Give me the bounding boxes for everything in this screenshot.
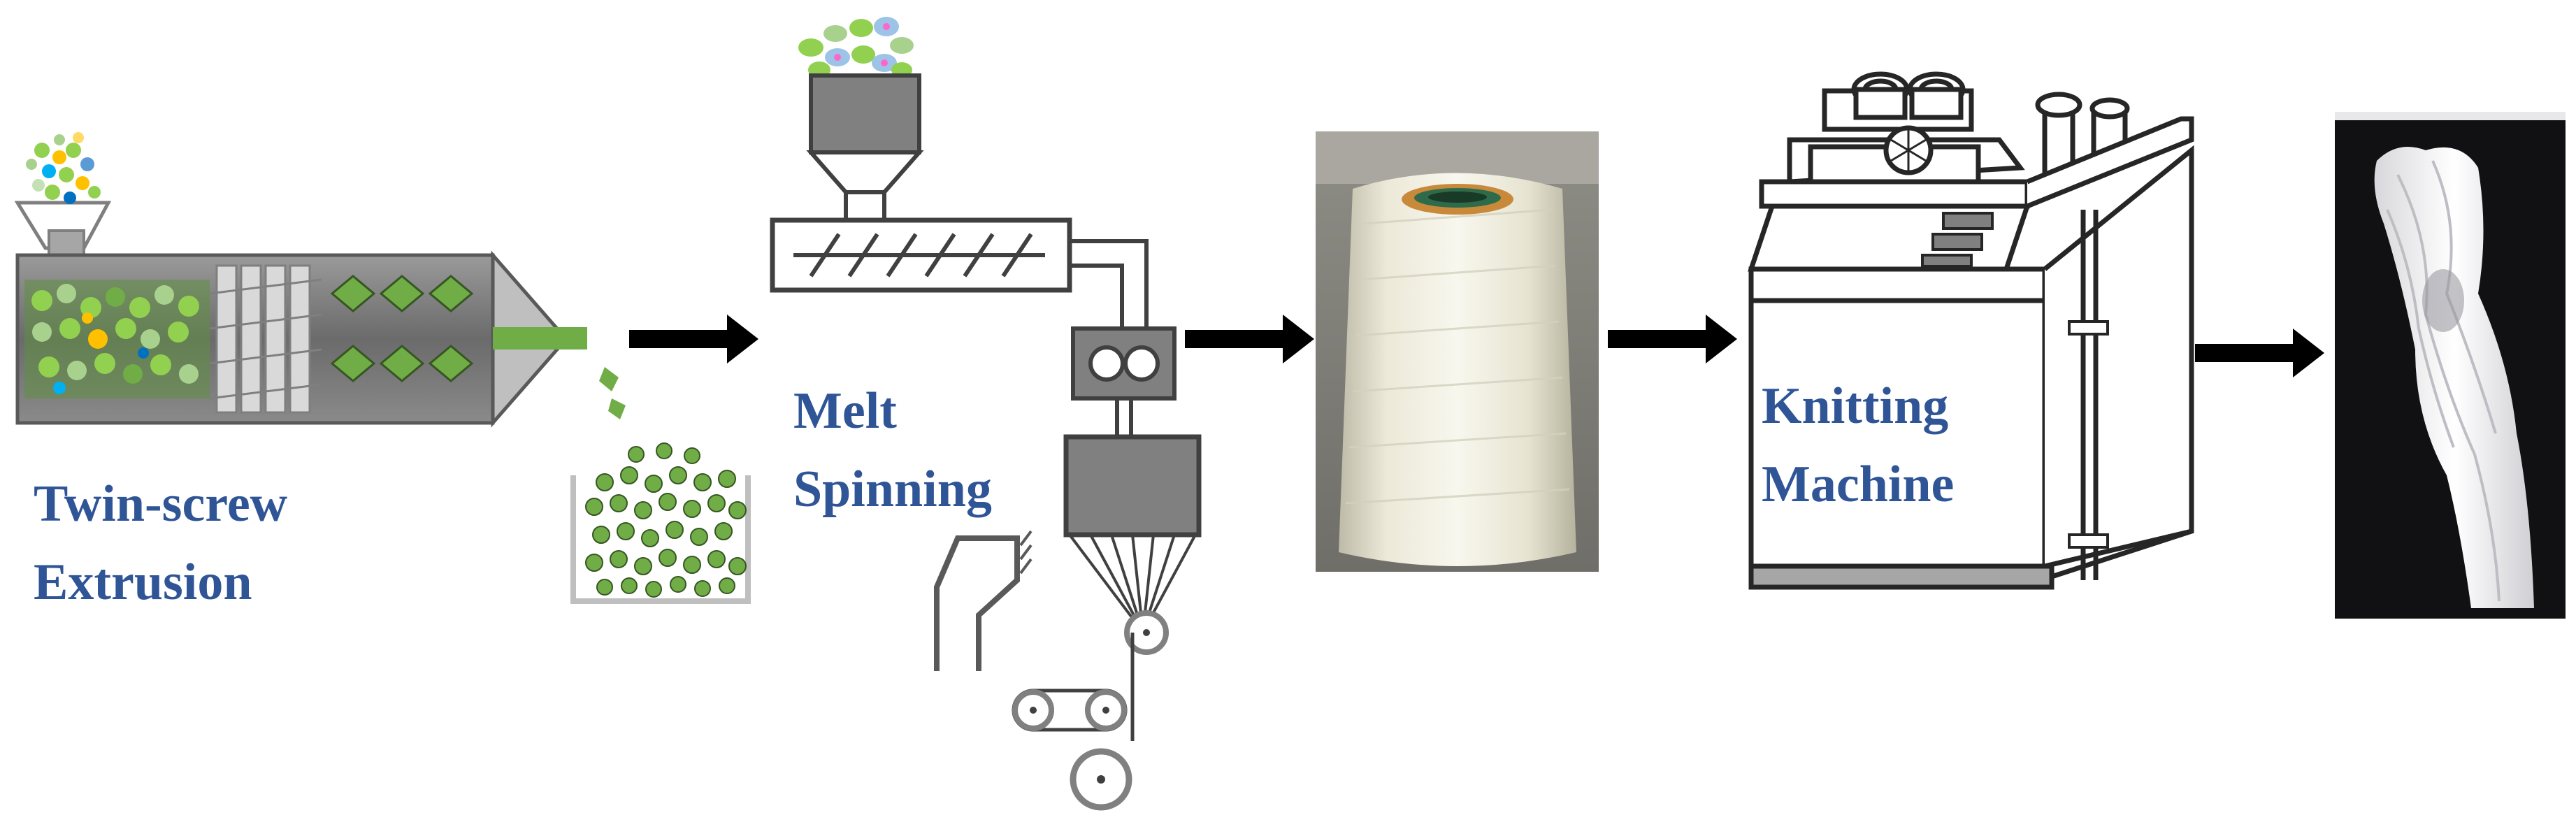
melt-spinning-label-line-1: Melt bbox=[793, 382, 897, 440]
knitting-machine-label: Knitting Machine bbox=[1762, 367, 1954, 524]
knitting-machine-label-line-1: Knitting bbox=[1762, 377, 1949, 435]
process-arrow-2 bbox=[1185, 315, 1314, 363]
barrel-feed-zone bbox=[24, 280, 210, 398]
feed-particles bbox=[26, 132, 101, 204]
pellet-container bbox=[570, 367, 751, 604]
melt-spinning-label-line-2: Spinning bbox=[793, 461, 992, 518]
spinning-feed-pellets bbox=[798, 17, 914, 78]
barrel-screw-zone bbox=[330, 275, 474, 382]
twin-screw-label-line-1: Twin-screw bbox=[34, 475, 288, 533]
fiber-bobbin-photo bbox=[1316, 131, 1599, 572]
extruder-hopper bbox=[14, 201, 112, 257]
process-arrow-1 bbox=[629, 315, 758, 363]
melt-spinning-line bbox=[770, 17, 1202, 811]
yarn-bobbins bbox=[1822, 71, 2130, 178]
pellet-pile bbox=[585, 442, 747, 598]
knitted-fabric-photo bbox=[2335, 112, 2566, 619]
twin-screw-label-line-2: Extrusion bbox=[34, 554, 252, 611]
twin-screw-extruder bbox=[14, 132, 587, 428]
knitting-machine bbox=[1748, 71, 2194, 590]
process-arrow-4 bbox=[2195, 329, 2324, 377]
knitting-machine-label-line-2: Machine bbox=[1762, 456, 1955, 513]
process-arrow-3 bbox=[1608, 315, 1737, 363]
twin-screw-extrusion-label: Twin-screw Extrusion bbox=[34, 465, 287, 621]
barrel-kneading-zone bbox=[209, 264, 322, 414]
melt-spinning-label: Melt Spinning bbox=[793, 372, 992, 528]
